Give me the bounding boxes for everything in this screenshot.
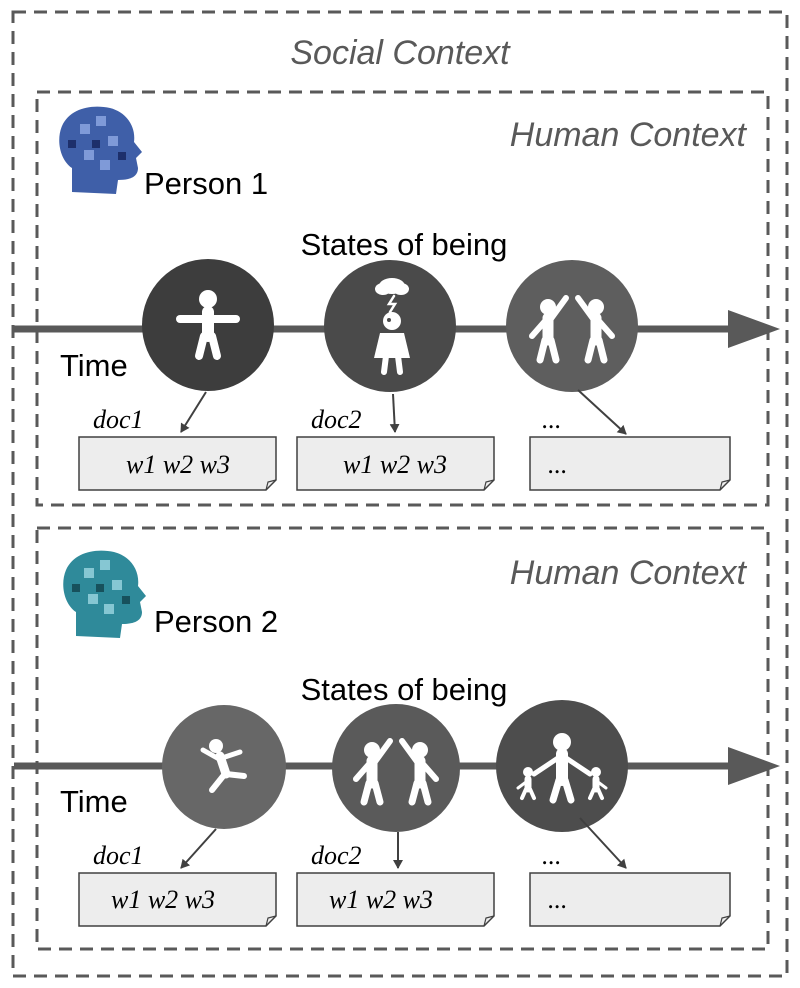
human-context-title: Human Context [510, 554, 748, 592]
time-label: Time [60, 784, 128, 819]
states-of-being-label: States of being [301, 672, 508, 707]
states-of-being-label: States of being [301, 227, 508, 262]
state-circle [162, 705, 286, 829]
human-context-frame [35, 526, 770, 951]
person-name: Person 1 [144, 166, 268, 201]
person-jumping-icon [200, 739, 247, 793]
document-label: doc1 [93, 841, 144, 870]
human-context-person-2: Human Context Person 2 States of being T… [14, 526, 780, 951]
document-card: doc1 w1 w2 w3 [78, 405, 277, 491]
person-name: Person 2 [154, 604, 278, 639]
time-label: Time [60, 348, 128, 383]
two-people-high-five-icon [353, 738, 439, 806]
state-to-doc-arrow [577, 389, 627, 435]
document-label: doc2 [311, 405, 362, 434]
human-context-title: Human Context [510, 116, 748, 154]
state-circle [324, 260, 456, 392]
document-words: w1 w2 w3 [126, 450, 230, 479]
timeline-arrowhead [728, 310, 780, 348]
state-to-doc-arrow [389, 393, 400, 433]
document-words: w1 w2 w3 [329, 885, 433, 914]
document-words: ... [548, 450, 568, 479]
document-words: w1 w2 w3 [111, 885, 215, 914]
document-card: doc2 w1 w2 w3 [296, 841, 495, 927]
document-words: w1 w2 w3 [343, 450, 447, 479]
document-label: ... [542, 841, 562, 870]
head-puzzle-icon [63, 550, 147, 638]
two-people-high-five-icon [529, 295, 615, 364]
human-context-person-1: Human Context Person 1 States of being T… [14, 90, 780, 507]
document-card: ... ... [529, 841, 731, 927]
person-with-storm-cloud-icon [374, 278, 410, 375]
state-circle [332, 704, 460, 832]
state-circle [496, 700, 628, 832]
document-words: ... [548, 885, 568, 914]
document-card: doc1 w1 w2 w3 [78, 841, 277, 927]
state-circle [142, 259, 274, 391]
document-label: doc2 [311, 841, 362, 870]
timeline-arrowhead [728, 747, 780, 785]
social-context-title: Social Context [290, 34, 511, 72]
family-adult-with-children-icon [516, 733, 608, 804]
human-context-frame [35, 90, 770, 507]
document-label: ... [542, 405, 562, 434]
state-to-doc-arrow [180, 391, 207, 433]
document-card: ... ... [529, 405, 731, 491]
document-label: doc1 [93, 405, 144, 434]
head-puzzle-icon [59, 106, 143, 194]
social-context-frame [11, 10, 789, 978]
state-circle [506, 260, 638, 392]
person-arms-outstretched-icon [176, 290, 240, 360]
state-to-doc-arrow [579, 817, 627, 869]
document-card: doc2 w1 w2 w3 [296, 405, 495, 491]
state-to-doc-arrow [180, 828, 217, 869]
